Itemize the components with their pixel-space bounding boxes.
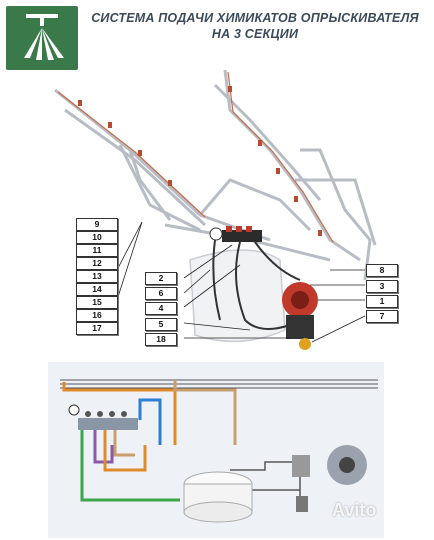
schematic-boom xyxy=(60,379,378,389)
nozzles xyxy=(78,86,322,236)
pump xyxy=(282,282,318,350)
callout-9: 9 xyxy=(76,218,118,231)
schematic-manifold xyxy=(68,404,138,430)
callout-3: 3 xyxy=(366,280,398,293)
callout-8: 8 xyxy=(366,264,398,277)
control-valves xyxy=(209,226,262,242)
schematic-pump xyxy=(292,445,367,512)
callout-17: 17 xyxy=(76,322,118,335)
callout-10: 10 xyxy=(76,231,118,244)
sprayer-logo xyxy=(6,6,78,70)
leader-lines xyxy=(116,221,366,343)
boom-frame xyxy=(54,69,377,281)
title-line-1: СИСТЕМА ПОДАЧИ ХИМИКАТОВ ОПРЫСКИВАТЕЛЯ xyxy=(91,11,419,25)
callout-13: 13 xyxy=(76,270,118,283)
callout-1: 1 xyxy=(366,295,398,308)
schematic-lines xyxy=(62,380,301,502)
callout-16: 16 xyxy=(76,309,118,322)
callout-18: 18 xyxy=(145,333,177,346)
sprayer-logo-icon xyxy=(24,14,64,60)
callout-4: 4 xyxy=(145,302,177,315)
callout-7: 7 xyxy=(366,310,398,323)
schematic-tank xyxy=(183,471,253,523)
supply-hoses xyxy=(212,239,301,330)
callout-12: 12 xyxy=(76,257,118,270)
boom-hoses xyxy=(57,71,334,243)
avito-watermark: Avito xyxy=(332,500,377,520)
callout-5: 5 xyxy=(145,318,177,331)
title-line-2: НА 3 СЕКЦИИ xyxy=(211,27,299,41)
callout-11: 11 xyxy=(76,244,118,257)
callout-14: 14 xyxy=(76,283,118,296)
callout-15: 15 xyxy=(76,296,118,309)
callout-2: 2 xyxy=(145,272,177,285)
page-title: СИСТЕМА ПОДАЧИ ХИМИКАТОВ ОПРЫСКИВАТЕЛЯ Н… xyxy=(82,10,428,42)
callout-6: 6 xyxy=(145,287,177,300)
